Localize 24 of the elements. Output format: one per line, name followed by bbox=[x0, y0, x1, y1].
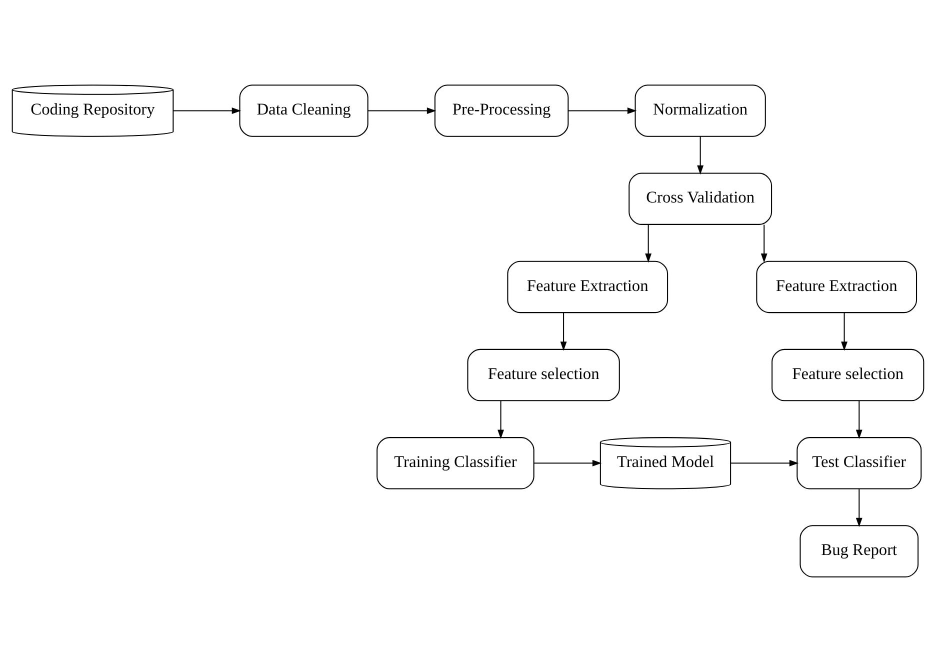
arrow bbox=[534, 459, 602, 466]
arrow bbox=[368, 106, 436, 114]
arrow bbox=[856, 400, 862, 438]
node-box: Feature Extraction bbox=[507, 260, 668, 313]
arrow bbox=[697, 136, 704, 174]
node-box: Test Classifier bbox=[796, 436, 922, 489]
node-box: Data Cleaning bbox=[239, 84, 368, 136]
node-box: Feature selection bbox=[772, 348, 924, 401]
arrow bbox=[173, 106, 242, 114]
node-box: Pre-Processing bbox=[434, 84, 569, 136]
arrow bbox=[498, 400, 504, 438]
node-box: Feature Extraction bbox=[756, 260, 918, 313]
node-box: Feature selection bbox=[467, 348, 620, 401]
arrow bbox=[568, 106, 637, 114]
arrow bbox=[760, 224, 768, 262]
node-box: Normalization bbox=[634, 84, 766, 136]
node-box: Bug Report bbox=[800, 524, 919, 577]
node-box: Training Classifier bbox=[376, 436, 534, 489]
arrow bbox=[856, 488, 862, 527]
arrow bbox=[645, 224, 652, 262]
arrow bbox=[730, 459, 799, 466]
arrow bbox=[560, 312, 567, 350]
node-box: Cross Validation bbox=[628, 172, 772, 224]
arrow bbox=[841, 312, 848, 350]
